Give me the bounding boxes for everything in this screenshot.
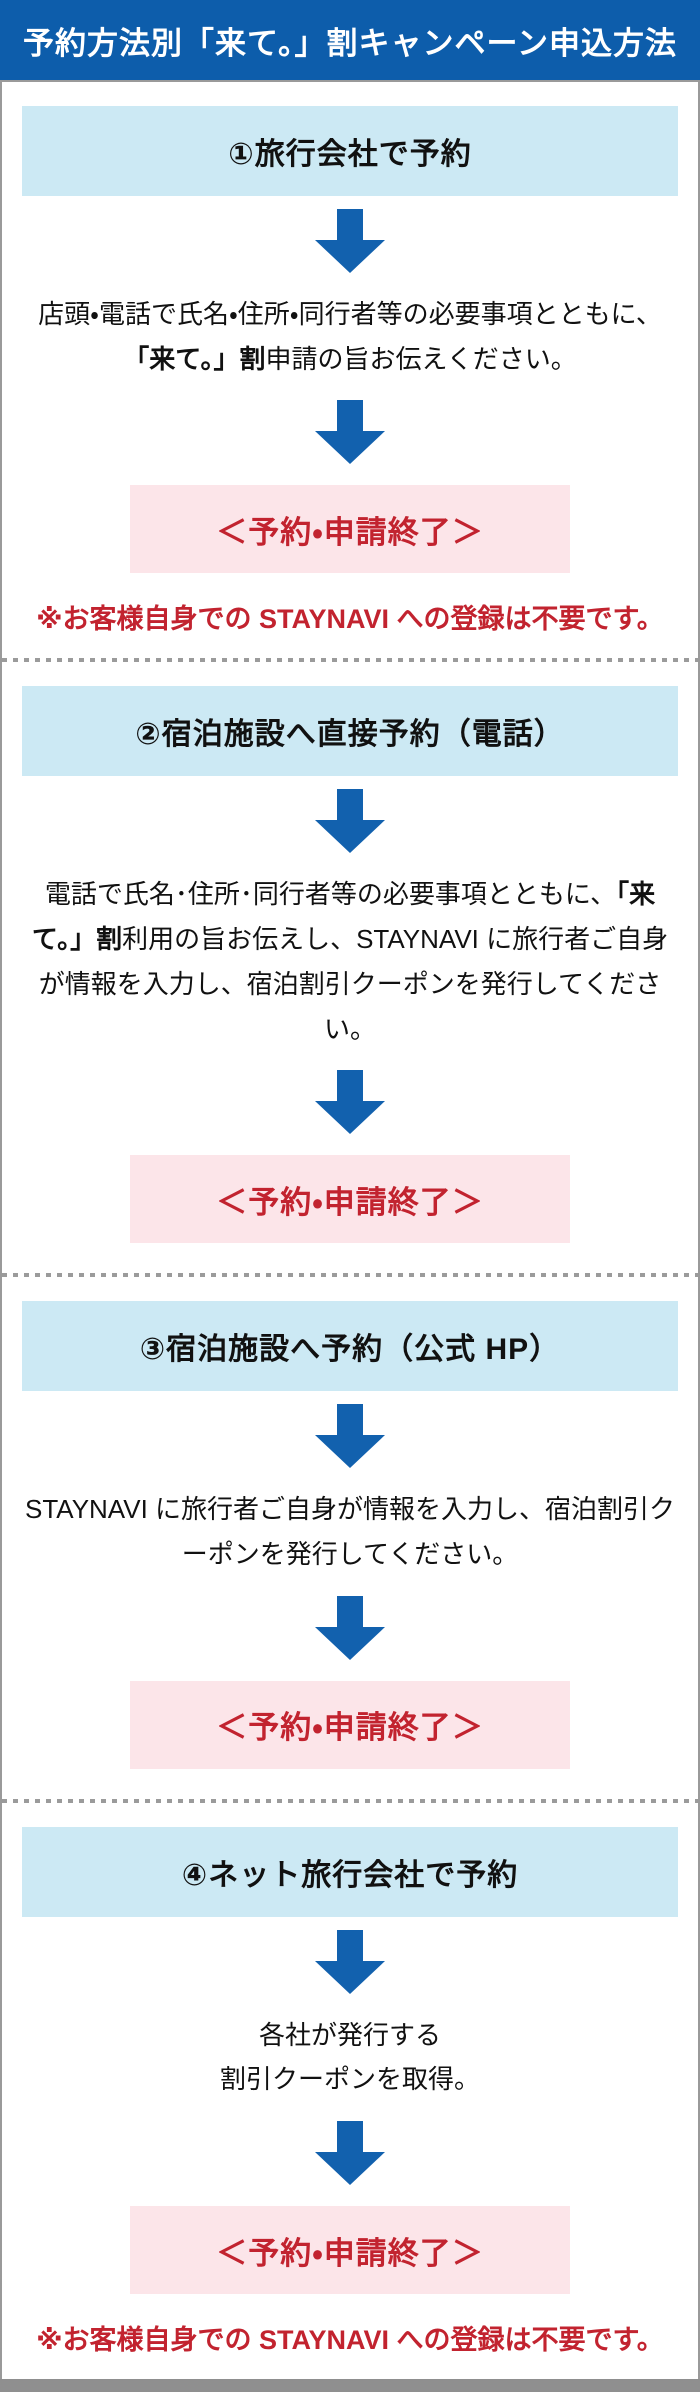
result-label: ＜予約・申請終了＞: [216, 514, 484, 550]
description-text: 各社が発行する: [258, 2019, 441, 2050]
result-box: ＜予約・申請終了＞: [130, 2206, 570, 2295]
section-2-header-label: ②宿泊施設へ直接予約（電話）: [135, 718, 565, 752]
section-2-header: ②宿泊施設へ直接予約（電話）: [22, 686, 678, 777]
bottom-border-strip: [0, 2379, 700, 2392]
description-text: 利用の旨お伝えし、STAYNAVI に旅行者ご自身が情報を入力し、宿泊割引クーポ…: [38, 924, 669, 1044]
section-2-description: 電話で氏名･住所･同行者等の必要事項とともに、「来て。」割利用の旨お伝えし、ST…: [22, 872, 678, 1051]
page-title-bar: 予約方法別「来て。」割キャンペーン申込方法: [0, 0, 700, 80]
arrow-stem: [337, 1595, 363, 1627]
description-text: STAYNAVI に旅行者ご自身が情報を入力し、宿泊割引クーポンを発行してくださ…: [24, 1494, 676, 1570]
result-label: ＜予約・申請終了＞: [216, 1710, 484, 1746]
result-box: ＜予約・申請終了＞: [130, 1155, 570, 1244]
section-3-header: ③宿泊施設へ予約（公式 HP）: [22, 1301, 678, 1392]
arrow-stem: [337, 1929, 363, 1961]
section-1-header: ①旅行会社で予約: [22, 106, 678, 196]
description-text-bold: 「来て。」割: [31, 879, 656, 955]
result-box: ＜予約・申請終了＞: [130, 485, 570, 574]
section-3-description: STAYNAVI に旅行者ご自身が情報を入力し、宿泊割引クーポンを発行してくださ…: [22, 1487, 678, 1576]
arrow-stem: [337, 1070, 363, 1102]
section-2-direct-phone: ②宿泊施設へ直接予約（電話） 電話で氏名･住所･同行者等の必要事項とともに、「来…: [2, 662, 698, 1273]
section-divider: [2, 1798, 698, 1803]
flowchart-container: ①旅行会社で予約 店頭・電話で氏名・住所・同行者等の必要事項とともに、「来て。」…: [0, 80, 700, 2380]
arrow-head: [315, 1435, 385, 1469]
down-arrow-icon: [315, 1070, 385, 1135]
arrow-head: [315, 2152, 385, 2186]
section-divider: [2, 1273, 698, 1278]
description-text-bold: 「来て。」割: [123, 343, 266, 374]
result-label: ＜予約・申請終了＞: [216, 1184, 484, 1220]
description-text: 電話で氏名･住所･同行者等の必要事項とともに、: [44, 879, 617, 910]
staynavi-note: ※お客様自身での STAYNAVI への登録は不要です。: [36, 2325, 664, 2356]
section-1-description: 店頭・電話で氏名・住所・同行者等の必要事項とともに、「来て。」割申請の旨お伝えく…: [22, 292, 678, 381]
section-4-description: 各社が発行する割引クーポンを取得。: [220, 2013, 480, 2102]
down-arrow-icon: [315, 209, 385, 273]
description-text: 割引クーポンを取得。: [219, 2064, 480, 2095]
arrow-stem: [337, 1404, 363, 1436]
down-arrow-icon: [315, 400, 385, 465]
arrow-head: [315, 431, 385, 465]
arrow-head: [315, 1626, 385, 1660]
section-1-header-label: ①旅行会社で予約: [228, 138, 472, 171]
down-arrow-icon: [315, 2121, 385, 2186]
description-text: 申請の旨お伝えください。: [265, 343, 577, 374]
arrow-head: [315, 820, 385, 854]
down-arrow-icon: [315, 789, 385, 854]
arrow-head: [315, 1960, 385, 1994]
section-4-online-agency: ④ネット旅行会社で予約 各社が発行する割引クーポンを取得。 ＜予約・申請終了＞ …: [2, 1803, 698, 2379]
section-divider: [2, 658, 698, 663]
down-arrow-icon: [315, 1595, 385, 1660]
section-4-header-label: ④ネット旅行会社で予約: [181, 1858, 519, 1892]
arrow-head: [315, 1101, 385, 1135]
down-arrow-icon: [315, 1929, 385, 1994]
staynavi-note: ※お客様自身での STAYNAVI への登録は不要です。: [36, 604, 664, 635]
arrow-stem: [337, 209, 363, 240]
result-box: ＜予約・申請終了＞: [130, 1680, 570, 1769]
section-3-header-label: ③宿泊施設へ予約（公式 HP）: [139, 1333, 561, 1367]
arrow-stem: [337, 789, 363, 821]
page-title: 予約方法別「来て。」割キャンペーン申込方法: [22, 25, 678, 61]
down-arrow-icon: [315, 1404, 385, 1469]
section-4-header: ④ネット旅行会社で予約: [22, 1826, 678, 1917]
section-3-official-hp: ③宿泊施設へ予約（公式 HP） STAYNAVI に旅行者ご自身が情報を入力し、…: [2, 1277, 698, 1798]
arrow-head: [315, 240, 385, 273]
description-text: 店頭・電話で氏名・住所・同行者等の必要事項とともに、: [38, 299, 662, 329]
arrow-stem: [337, 2121, 363, 2153]
section-1-travel-agency: ①旅行会社で予約 店頭・電話で氏名・住所・同行者等の必要事項とともに、「来て。」…: [2, 82, 698, 658]
result-label: ＜予約・申請終了＞: [216, 2235, 484, 2271]
arrow-stem: [337, 400, 363, 432]
